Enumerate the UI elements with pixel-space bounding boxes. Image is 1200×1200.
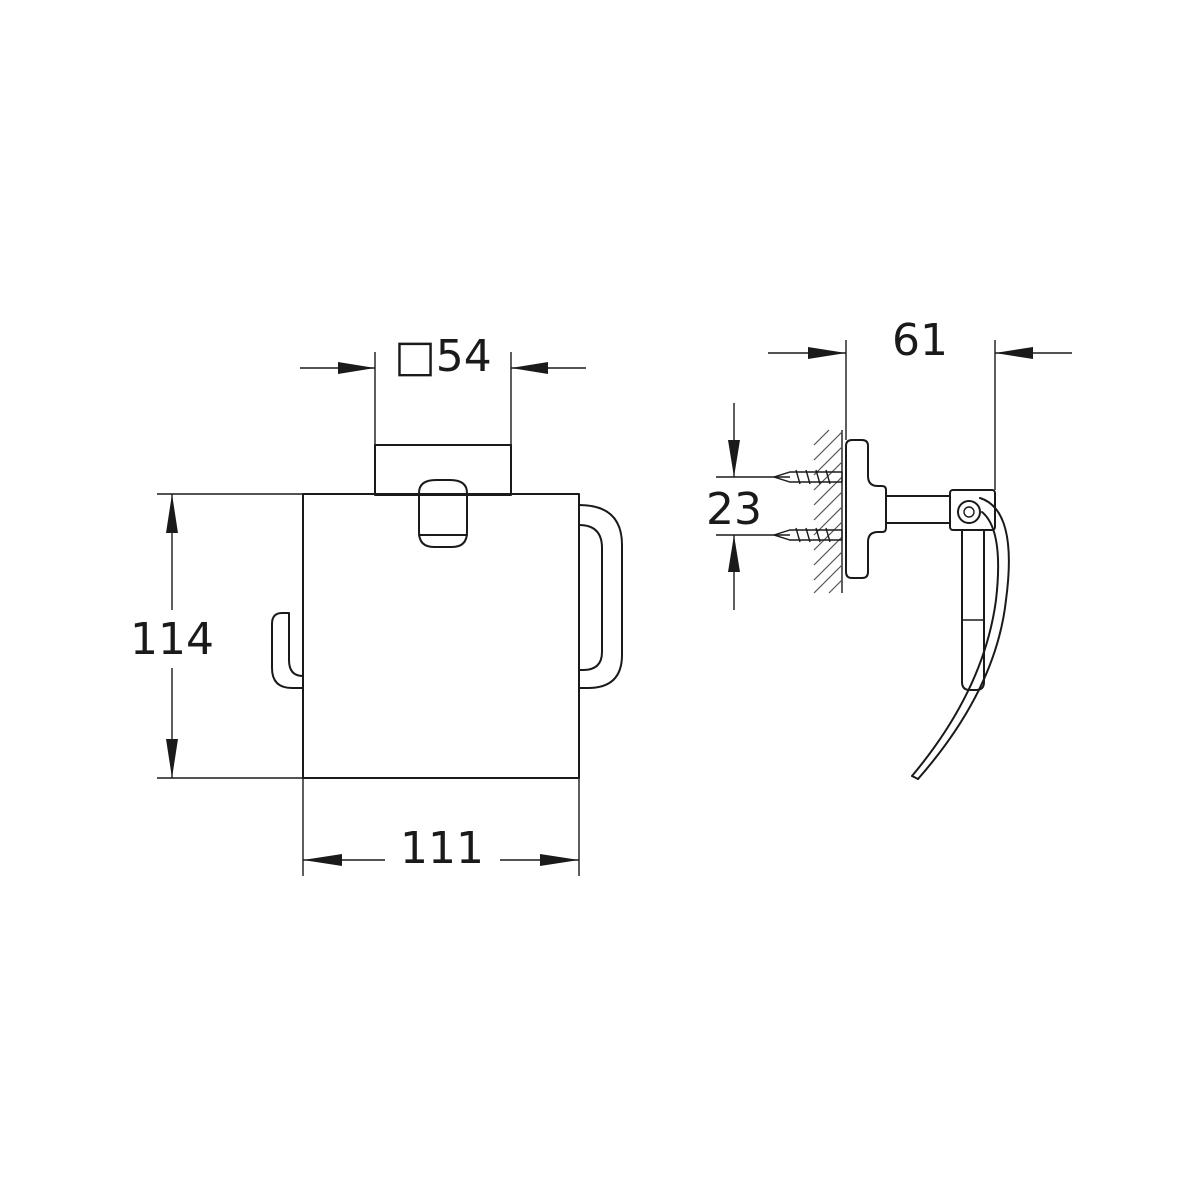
pivot-outer-circle bbox=[957, 500, 981, 524]
cover-lid-inner bbox=[911, 511, 1000, 777]
arrow-54-left bbox=[338, 362, 375, 374]
wall-hatching bbox=[813, 429, 843, 594]
front-view: □54 111 114 bbox=[130, 331, 623, 876]
arrow-54-right bbox=[511, 362, 548, 374]
arrow-23-bottom bbox=[728, 535, 740, 572]
dim-label-screw-spacing: 23 bbox=[706, 484, 762, 535]
dim-label-width: 111 bbox=[400, 823, 484, 874]
cover-lid-outer bbox=[917, 497, 1010, 780]
arrow-111-left bbox=[303, 854, 342, 866]
wall-plate-profile bbox=[845, 439, 887, 579]
spare-roll-loop-outer bbox=[578, 504, 623, 689]
dim-label-height: 114 bbox=[130, 614, 214, 665]
cover-clip bbox=[418, 479, 468, 548]
roll-arm bbox=[961, 529, 985, 691]
cover-body bbox=[302, 493, 580, 779]
arrow-114-bottom bbox=[166, 739, 178, 778]
side-view: 61 23 bbox=[706, 315, 1072, 780]
cover-lid-tip bbox=[911, 775, 919, 780]
arrow-23-top bbox=[728, 440, 740, 477]
screw-top bbox=[771, 469, 843, 485]
roll-hook bbox=[271, 612, 304, 689]
arrow-114-top bbox=[166, 494, 178, 533]
arrow-111-right bbox=[540, 854, 579, 866]
screw-bottom bbox=[771, 527, 843, 543]
arrow-61-right bbox=[995, 347, 1033, 359]
arrow-61-left bbox=[808, 347, 846, 359]
spare-roll-loop-inner bbox=[578, 524, 603, 671]
dim-label-square-base: □54 bbox=[394, 331, 492, 382]
pivot-block bbox=[949, 489, 996, 531]
wall-mount-plate bbox=[374, 444, 512, 496]
pivot-inner-circle bbox=[963, 506, 975, 518]
dim-label-depth: 61 bbox=[892, 315, 948, 366]
